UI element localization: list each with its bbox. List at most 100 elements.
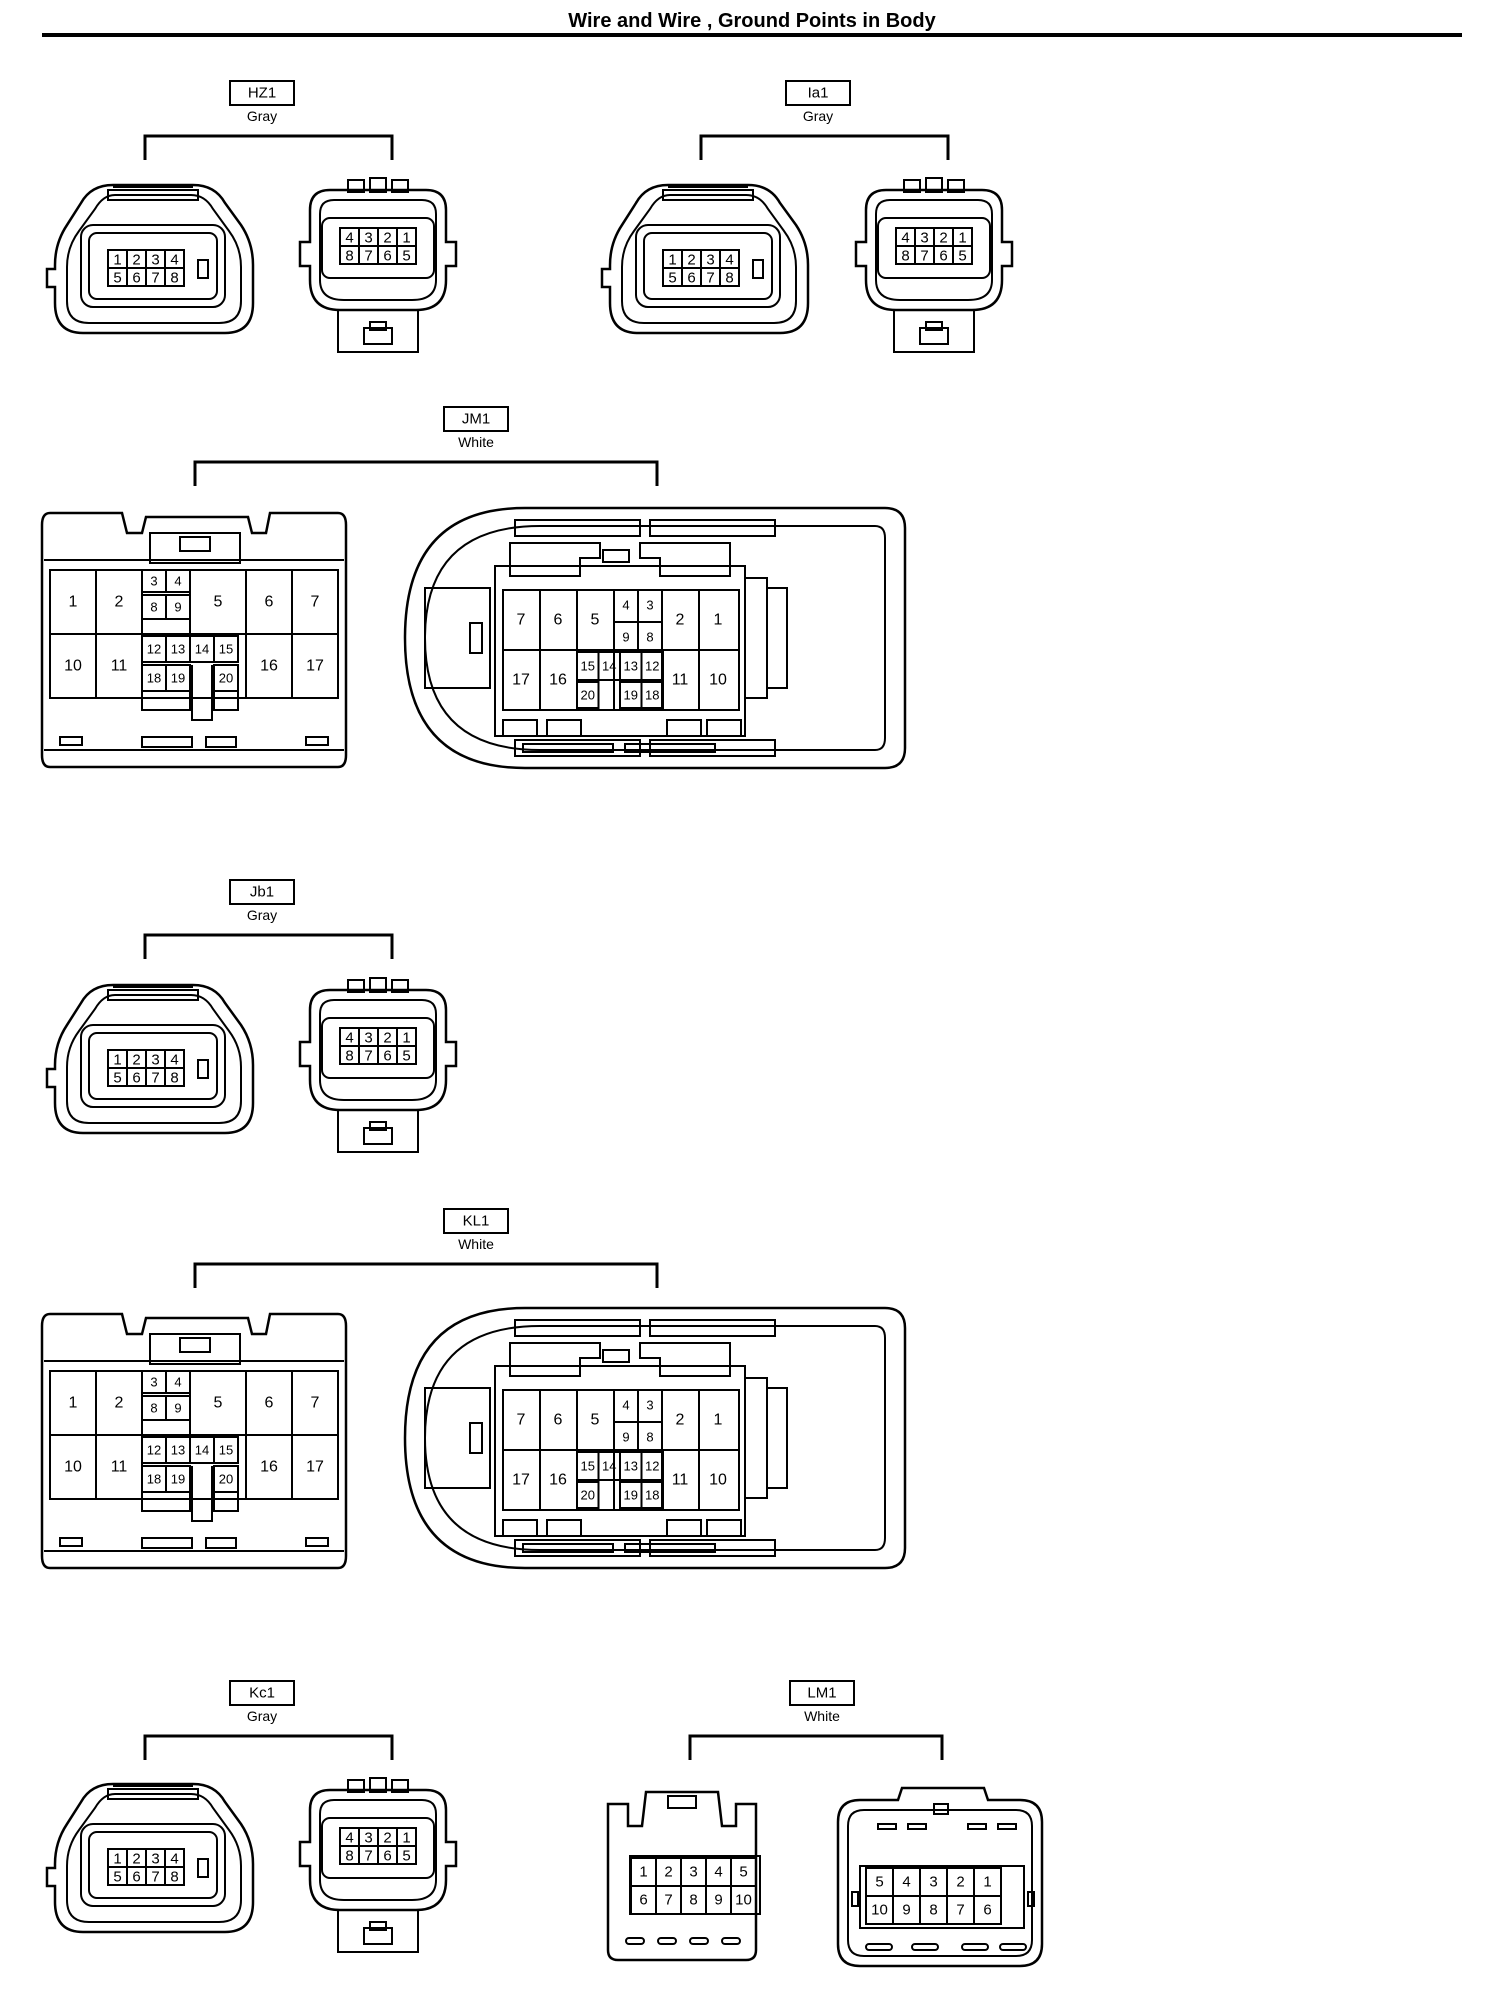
pin-number: 4 [622,1398,629,1413]
pin-number: 8 [170,270,178,287]
foot-tab [141,736,193,748]
foot-tab [59,1537,83,1547]
pin-cell [213,635,239,663]
housing-inner-wall [423,525,886,751]
pin-number: 1 [958,230,966,247]
pin-number: 3 [706,252,714,269]
pin-number: 20 [219,671,233,686]
connector-color: White [804,1708,840,1724]
pin-number: 1 [639,1864,647,1881]
pin-number: 5 [402,248,410,265]
guide-post [391,179,409,193]
pin-number: 8 [345,1048,353,1065]
pin-cavity-frame [321,217,435,279]
pin-number: 5 [668,270,676,287]
housing-inner-wall [66,1793,242,1923]
pin-cavity-inner [643,232,773,300]
pin-number: 9 [622,1430,629,1445]
pin-number: 3 [151,1052,159,1069]
pin-number: 4 [622,598,629,613]
connector-housing [40,1312,348,1570]
connector-bracket [699,134,950,160]
connector-code-box [229,1680,295,1706]
pin-cell [213,1465,239,1493]
pin-number: 1 [714,612,723,629]
pin-number: 15 [581,659,595,674]
foot-rail [624,1543,716,1553]
pin-number: 7 [364,1048,372,1065]
pin-cell [165,664,191,692]
pin-number: 20 [581,688,595,703]
pin-number: 2 [383,1030,391,1047]
pin-number: 17 [512,1472,530,1489]
side-latch-outline [424,1387,491,1489]
connector-code-box [789,1680,855,1706]
pin-number: 11 [672,1472,689,1489]
pin-number: 12 [645,1459,659,1474]
pin-number: 10 [709,1472,727,1489]
housing-inner-wall [875,199,993,301]
pin-cavity-frame [80,224,226,308]
housing-inner-wall [621,194,797,324]
pin-number: 10 [735,1892,752,1909]
pin-number: 18 [147,1472,161,1487]
pin-number: 6 [554,612,563,629]
latch-tab [107,189,199,201]
foot-tab [59,736,83,746]
pin-number: 14 [195,1443,209,1458]
pin-cavity-frame [321,1017,435,1079]
skirt-step [141,1492,191,1512]
connector-housing [403,506,907,770]
pin-cavity-inner [88,232,218,300]
pin-number: 18 [645,688,659,703]
pin-number: 4 [170,1052,178,1069]
pin-number: 17 [512,672,530,689]
pin-number: 9 [622,630,629,645]
bottom-rail [514,739,641,757]
foot-rail [624,743,716,753]
connector-housing [45,983,255,1135]
pin-number: 8 [150,600,157,615]
pin-cavity-frame [321,1817,435,1879]
pin-number: 3 [364,230,372,247]
pin-cavity-frame [80,1024,226,1108]
pin-number: 15 [219,1443,233,1458]
key-rib [639,1342,731,1377]
foot-pad [666,1519,702,1537]
connector-housing [298,188,458,312]
key-slot [197,259,209,279]
connector-code: JM1 [462,411,490,428]
guide-post [391,979,409,993]
side-latch-slot [469,622,483,654]
skirt-step [141,691,191,711]
key-slot [197,1059,209,1079]
lock-tab [369,1921,387,1931]
connector-color: Gray [247,108,277,124]
pin-cell [640,1451,664,1481]
top-pad [907,1823,927,1830]
pin-number: 6 [132,1869,140,1886]
pin-number: 4 [725,252,733,269]
pin-number: 10 [871,1902,888,1919]
pin-cell [164,1866,185,1886]
bottom-rail [649,1539,776,1557]
pin-number: 2 [383,1830,391,1847]
pin-number: 3 [364,1030,372,1047]
housing-inner-wall [66,994,242,1124]
pin-cell [164,1067,185,1087]
guide-post [369,977,387,993]
pin-number: 18 [645,1488,659,1503]
foot-pad [502,1519,538,1537]
pin-number: 12 [645,659,659,674]
pin-number: 4 [345,1830,353,1847]
key-rib [509,542,601,577]
guide-post [347,1779,365,1793]
pin-number: 8 [689,1892,697,1909]
pin-number: 6 [939,248,947,265]
pin-number: 3 [920,230,928,247]
